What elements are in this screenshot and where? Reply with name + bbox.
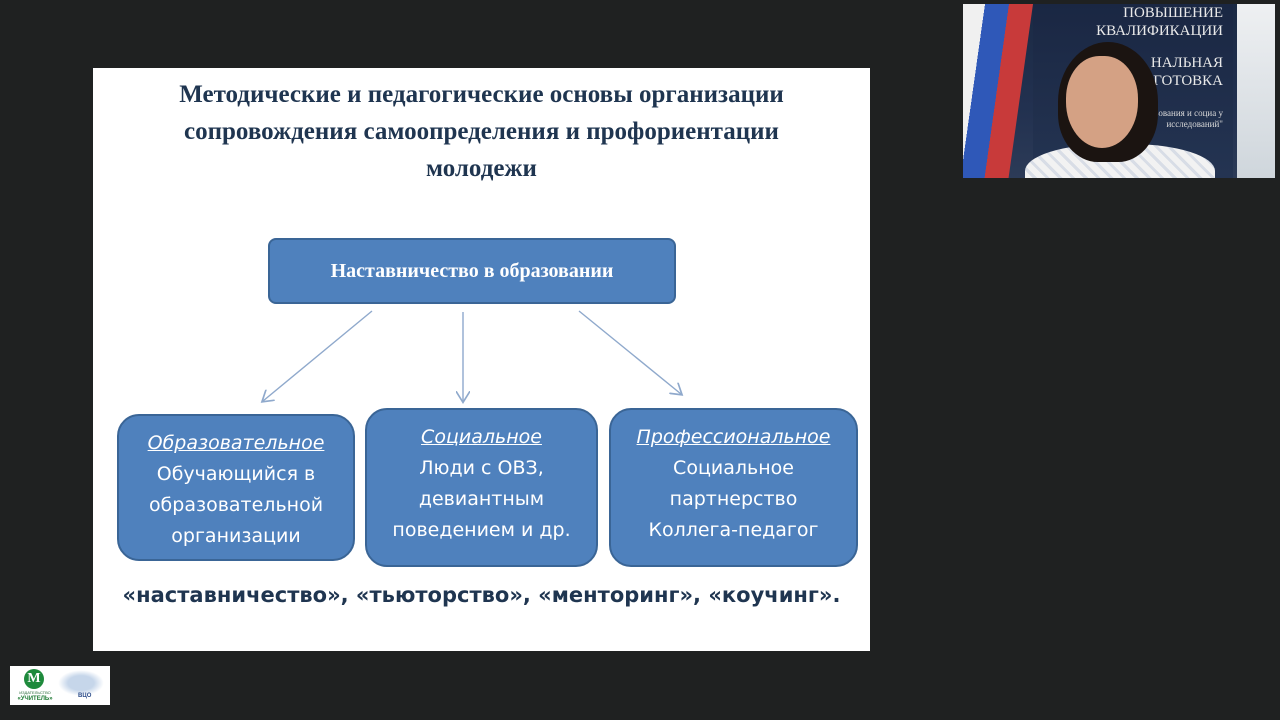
- educational-line-3: организации: [171, 525, 301, 547]
- social-line-3: поведением и др.: [392, 519, 571, 541]
- educational-line-1: Обучающийся в: [156, 463, 316, 485]
- social-heading: Социальное: [421, 426, 542, 448]
- social-line-2: девиантным: [418, 488, 545, 510]
- presenter-webcam: ПОВЫШЕНИЕ КВАЛИФИКАЦИИ П НАЛЬНАЯ ГОТОВКА…: [963, 4, 1275, 178]
- publisher-label: ИЗДАТЕЛЬСТВО: [19, 690, 51, 695]
- social-box: Социальное Люди с ОВЗ, девиантным поведе…: [365, 408, 598, 567]
- social-line-1: Люди с ОВЗ,: [419, 457, 544, 479]
- vco-label: ВЦО: [78, 693, 92, 699]
- mentoring-terms: «наставничество», «тьюторство», «ментори…: [122, 583, 841, 607]
- banner-line-1: ПОВЫШЕНИЕ: [1123, 5, 1223, 21]
- arrow-right: [578, 310, 681, 394]
- educational-heading: Образовательное: [147, 432, 325, 454]
- world-map-icon: [58, 670, 104, 696]
- slide-title-line-3: молодежи: [426, 155, 537, 182]
- presenter-face: [1066, 56, 1138, 148]
- slide-title-line-2: сопровождения самоопределения и профорие…: [184, 118, 779, 145]
- publisher-name: «УЧИТЕЛЬ»: [17, 696, 53, 702]
- professional-line-2: партнерство: [669, 488, 798, 510]
- professional-box: Профессиональное Социальное партнерство …: [609, 408, 858, 567]
- arrow-left: [263, 310, 373, 401]
- banner-line-4: ГОТОВКА: [1153, 73, 1223, 89]
- banner-line-2: КВАЛИФИКАЦИИ: [1096, 23, 1223, 39]
- educational-line-2: образовательной: [148, 494, 324, 516]
- professional-line-3: Коллега-педагог: [648, 519, 819, 541]
- educational-box: Образовательное Обучающийся в образовате…: [117, 414, 355, 561]
- professional-heading: Профессиональное: [636, 426, 831, 448]
- publisher-emblem-icon: M: [24, 669, 44, 689]
- slide-title: Методические и педагогические основы орг…: [103, 76, 860, 187]
- banner-text: ПОВЫШЕНИЕ КВАЛИФИКАЦИИ П НАЛЬНАЯ ГОТОВКА…: [1063, 4, 1223, 130]
- slide-title-line-1: Методические и педагогические основы орг…: [179, 81, 784, 108]
- publisher-logo: M ИЗДАТЕЛЬСТВО «УЧИТЕЛЬ» ВЦО: [10, 666, 110, 705]
- flag-backdrop: [963, 4, 1033, 178]
- diagram-arrows: [93, 310, 870, 651]
- professional-line-1: Социальное: [673, 457, 794, 479]
- mentoring-root-box: Наставничество в образовании: [268, 238, 676, 304]
- window-backdrop: [1237, 4, 1275, 178]
- presentation-slide: Методические и педагогические основы орг…: [93, 68, 870, 651]
